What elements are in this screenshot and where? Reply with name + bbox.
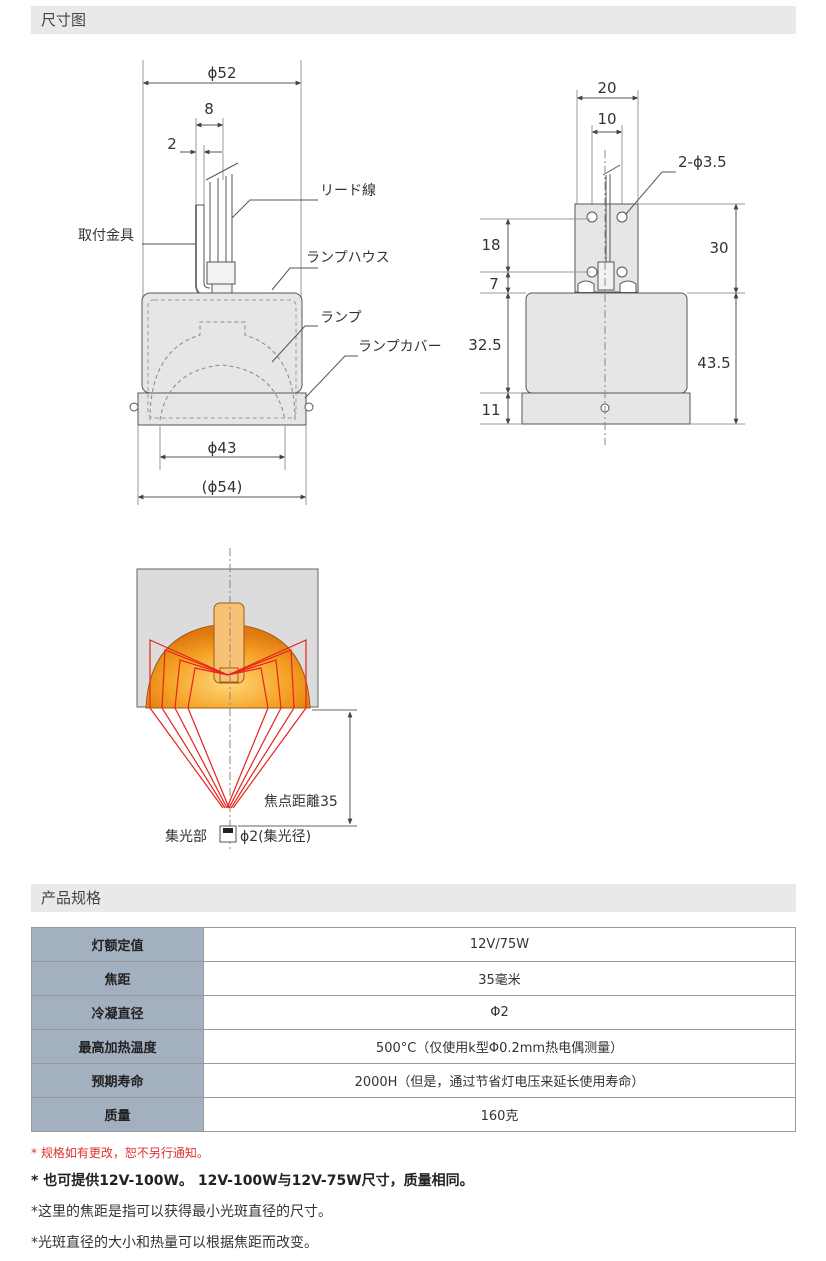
dim-2: 2 [167, 135, 177, 153]
also-available-note: * 也可提供12V-100W。 12V-100W与12V-75W尺寸，质量相同。 [31, 1173, 474, 1189]
spec-value: 12V/75W [203, 927, 796, 962]
spec-value: 2000H（但是，通过节省灯电压来延长使用寿命） [203, 1063, 796, 1098]
focus-part-label: 集光部 [165, 828, 207, 845]
dim-20: 20 [597, 79, 616, 97]
table-row: 冷凝直径 Φ2 [31, 995, 796, 1030]
dim-phi52: ϕ52 [208, 64, 237, 82]
spec-label: 冷凝直径 [31, 995, 204, 1030]
spec-label: 预期寿命 [31, 1063, 204, 1098]
side-view [480, 90, 745, 445]
spec-label: 灯额定值 [31, 927, 204, 962]
lamp-cover-label: ランプカバー [358, 339, 442, 355]
dimension-section-title: 尺寸图 [41, 11, 87, 29]
dimension-drawing: ϕ52 8 2 リード線 取付金具 ランプハウス ランプ ランプカバー ϕ43 … [78, 60, 745, 850]
spec-label: 质量 [31, 1097, 204, 1132]
dim-7: 7 [489, 275, 499, 293]
table-row: 灯额定值 12V/75W [31, 927, 796, 962]
notes: * 规格如有更改，恕不另行通知。 * 也可提供12V-100W。 12V-100… [31, 1140, 796, 1259]
dim-43-5: 43.5 [697, 354, 730, 372]
lamp-house-label: ランプハウス [306, 250, 390, 266]
table-row: 质量 160克 [31, 1097, 796, 1132]
spec-value: 35毫米 [203, 961, 796, 996]
spec-value: 160克 [203, 1097, 796, 1132]
dim-32-5: 32.5 [468, 336, 501, 354]
spec-section-title: 产品规格 [41, 889, 102, 907]
spec-section-header: 产品规格 [31, 884, 796, 912]
spec-value: Φ2 [203, 995, 796, 1030]
front-view-labels: ϕ52 8 2 リード線 取付金具 ランプハウス ランプ ランプカバー ϕ43 … [78, 64, 442, 496]
table-row: 焦距 35毫米 [31, 961, 796, 996]
dim-18: 18 [481, 236, 500, 254]
table-row: 预期寿命 2000H（但是，通过节省灯电压来延长使用寿命） [31, 1063, 796, 1098]
front-view [129, 60, 358, 505]
spec-label: 最高加热温度 [31, 1029, 204, 1064]
dim-11: 11 [481, 401, 500, 419]
focus-diagram-labels: 焦点距離35 集光部 ϕ2(集光径) [165, 793, 338, 845]
lamp-label: ランプ [320, 310, 362, 326]
dim-10: 10 [597, 110, 616, 128]
mount-bracket-label: 取付金具 [78, 228, 134, 244]
lead-wire-label: リード線 [320, 183, 376, 199]
spec-table: 灯额定值 12V/75W 焦距 35毫米 冷凝直径 Φ2 最高加热温度 500°… [31, 927, 796, 1132]
dim-30: 30 [709, 239, 728, 257]
focal-note: *这里的焦距是指可以获得最小光斑直径的尺寸。 [31, 1204, 332, 1220]
focal-distance-label: 焦点距離35 [264, 793, 338, 810]
spec-label: 焦距 [31, 961, 204, 996]
table-row: 最高加热温度 500°C（仅使用k型Φ0.2mm热电偶测量） [31, 1029, 796, 1064]
dimension-section-header: 尺寸图 [31, 6, 796, 34]
side-view-labels: 20 10 2-ϕ3.5 18 7 30 32.5 43.5 11 [468, 79, 730, 419]
spec-value: 500°C（仅使用k型Φ0.2mm热电偶测量） [203, 1029, 796, 1064]
holes-label: 2-ϕ3.5 [678, 153, 727, 171]
dim-phi43: ϕ43 [208, 439, 237, 457]
change-notice: * 规格如有更改，恕不另行通知。 [31, 1146, 209, 1160]
spot-note: *光斑直径的大小和热量可以根据焦距而改变。 [31, 1235, 318, 1251]
focus-diagram [136, 548, 357, 850]
dim-phi54: (ϕ54) [202, 478, 243, 496]
dim-8: 8 [204, 100, 214, 118]
focus-diameter-label: ϕ2(集光径) [240, 828, 311, 845]
